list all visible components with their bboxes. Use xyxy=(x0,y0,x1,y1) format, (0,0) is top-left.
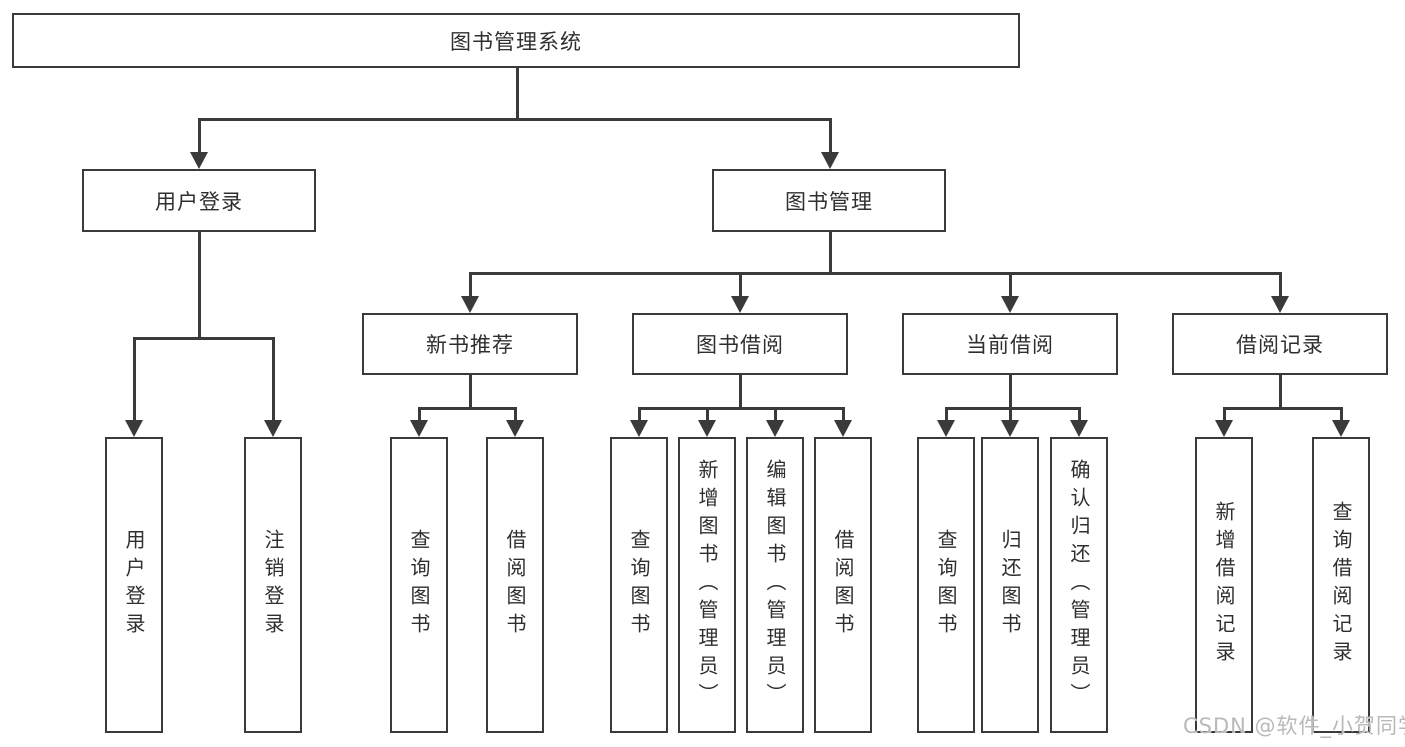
connector-leaf-drop xyxy=(1008,407,1012,420)
leaf-query-books-recommend: 查询图书 xyxy=(390,437,448,733)
connector-user-login-drop xyxy=(197,118,201,152)
leaf-confirm-return-admin: 确认归还（管理员） xyxy=(1050,437,1108,733)
node-label: 借阅记录 xyxy=(1236,333,1324,357)
connector-group-stem xyxy=(738,375,742,407)
connector-leaf-drop xyxy=(1339,407,1343,420)
leaf-label: 编辑图书（管理员） xyxy=(763,459,787,711)
connector-group-stem xyxy=(1008,375,1012,407)
arrow-down-icon xyxy=(731,296,749,313)
csdn-watermark: CSDN @软件_小贺同学 xyxy=(1183,714,1405,738)
leaf-edit-books-admin: 编辑图书（管理员） xyxy=(746,437,804,733)
node-book-management: 图书管理 xyxy=(712,169,946,232)
leaf-label: 归还图书 xyxy=(998,529,1022,641)
leaf-return-books: 归还图书 xyxy=(981,437,1039,733)
node-label: 图书借阅 xyxy=(696,333,784,357)
connector-user-login-stem xyxy=(197,232,201,337)
connector-user-login-bar xyxy=(132,337,275,340)
connector-leaf-drop xyxy=(841,407,845,420)
node-label: 图书管理系统 xyxy=(450,29,582,54)
arrow-down-icon xyxy=(461,296,479,313)
leaf-add-books-admin: 新增图书（管理员） xyxy=(678,437,736,733)
connector-group-bar xyxy=(637,407,845,410)
arrow-down-icon xyxy=(630,420,648,437)
arrow-down-icon xyxy=(125,420,143,437)
leaf-label: 新增借阅记录 xyxy=(1212,501,1236,669)
connector-leaf-drop xyxy=(705,407,709,420)
arrow-down-icon xyxy=(410,420,428,437)
connector-book-mgmt-stem xyxy=(828,232,832,272)
node-borrow-records: 借阅记录 xyxy=(1172,313,1388,375)
connector-leaf-drop xyxy=(944,407,948,420)
connector-leaf-drop xyxy=(1222,407,1226,420)
arrow-down-icon xyxy=(937,420,955,437)
leaf-label: 确认归还（管理员） xyxy=(1067,459,1091,711)
connector-leaf-drop xyxy=(773,407,777,420)
leaf-label: 新增图书（管理员） xyxy=(695,459,719,711)
node-book-borrow: 图书借阅 xyxy=(632,313,848,375)
leaf-query-books-borrow: 查询图书 xyxy=(610,437,668,733)
leaf-borrow-books: 借阅图书 xyxy=(814,437,872,733)
connector-group-stem xyxy=(1278,375,1282,407)
connector-level1-bar xyxy=(197,118,832,121)
arrow-down-icon xyxy=(264,420,282,437)
connector-l3-drop xyxy=(1278,272,1282,296)
connector-l3-drop xyxy=(468,272,472,296)
leaf-label: 查询图书 xyxy=(934,529,958,641)
connector-level2-bar xyxy=(468,272,1282,275)
leaf-label: 借阅图书 xyxy=(503,529,527,641)
connector-group-bar xyxy=(417,407,517,410)
arrow-down-icon xyxy=(1001,420,1019,437)
node-label: 当前借阅 xyxy=(966,333,1054,357)
node-new-book-recommend: 新书推荐 xyxy=(362,313,578,375)
leaf-label: 注销登录 xyxy=(261,529,285,641)
leaf-label: 查询图书 xyxy=(627,529,651,641)
arrow-down-icon xyxy=(506,420,524,437)
connector-leaf-drop xyxy=(1077,407,1081,420)
leaf-label: 查询借阅记录 xyxy=(1329,501,1353,669)
leaf-label: 用户登录 xyxy=(122,529,146,641)
arrow-down-icon xyxy=(821,152,839,169)
arrow-down-icon xyxy=(1070,420,1088,437)
node-label: 用户登录 xyxy=(155,189,243,214)
connector-group-bar xyxy=(1222,407,1343,410)
connector-leaf-drop xyxy=(513,407,517,420)
connector-group-stem xyxy=(468,375,472,407)
arrow-down-icon xyxy=(1215,420,1233,437)
arrow-down-icon xyxy=(1332,420,1350,437)
connector-root-stem xyxy=(515,68,519,118)
connector-l3-drop xyxy=(738,272,742,296)
leaf-borrow-books-recommend: 借阅图书 xyxy=(486,437,544,733)
leaf-query-books-current: 查询图书 xyxy=(917,437,975,733)
arrow-down-icon xyxy=(698,420,716,437)
leaf-add-borrow-record: 新增借阅记录 xyxy=(1195,437,1253,733)
connector-book-mgmt-drop xyxy=(828,118,832,152)
node-user-login: 用户登录 xyxy=(82,169,316,232)
leaf-logout: 注销登录 xyxy=(244,437,302,733)
node-label: 图书管理 xyxy=(785,189,873,214)
connector-leaf-drop xyxy=(637,407,641,420)
leaf-label: 查询图书 xyxy=(407,529,431,641)
node-current-borrow: 当前借阅 xyxy=(902,313,1118,375)
node-label: 新书推荐 xyxy=(426,333,514,357)
arrow-down-icon xyxy=(1271,296,1289,313)
leaf-query-borrow-record: 查询借阅记录 xyxy=(1312,437,1370,733)
leaf-label: 借阅图书 xyxy=(831,529,855,641)
node-library-management-system: 图书管理系统 xyxy=(12,13,1020,68)
connector-leaf-drop xyxy=(132,337,136,420)
connector-group-bar xyxy=(944,407,1081,410)
connector-leaf-drop xyxy=(417,407,421,420)
arrow-down-icon xyxy=(190,152,208,169)
arrow-down-icon xyxy=(1001,296,1019,313)
arrow-down-icon xyxy=(834,420,852,437)
leaf-user-login: 用户登录 xyxy=(105,437,163,733)
connector-l3-drop xyxy=(1008,272,1012,296)
arrow-down-icon xyxy=(766,420,784,437)
connector-leaf-drop xyxy=(271,337,275,420)
